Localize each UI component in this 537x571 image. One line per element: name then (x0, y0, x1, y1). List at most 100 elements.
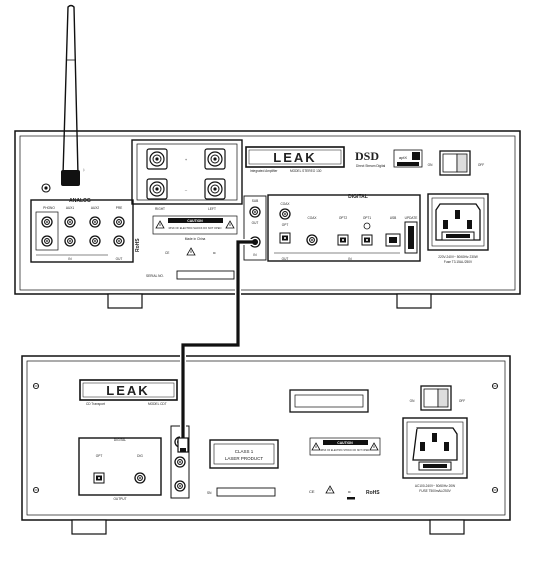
amplifier-fuse-rating: Fuse T3.15AL/250V (444, 260, 473, 264)
svg-text:CAUTION: CAUTION (187, 219, 203, 223)
cd-optical-out-jack[interactable] (93, 472, 105, 484)
optical-in-1-jack[interactable] (361, 234, 373, 246)
rca-jack-aux2-l[interactable] (89, 216, 101, 228)
amplifier-power-rating: 220V-240V~ 50/60Hz 230W (438, 255, 478, 259)
coaxial-cable (177, 239, 258, 453)
rohs-logo: RoHS (135, 238, 141, 252)
cd-opt-label: OPT (96, 454, 103, 458)
screw-icon (491, 486, 499, 494)
svg-text:CD Transport: CD Transport (86, 402, 105, 406)
rca-jack-pre-l[interactable] (113, 216, 125, 228)
dsd-logo: DSD (355, 149, 379, 163)
cd-rca-jack-lower[interactable] (174, 480, 186, 492)
svg-text:USB: USB (390, 216, 397, 220)
cd-transport-logo: LEAK CD Transport MODEL CDT (79, 379, 178, 406)
svg-text:CAUTION: CAUTION (337, 441, 353, 445)
optical-in-2-jack[interactable] (337, 234, 349, 246)
cd-foot-right (429, 519, 465, 535)
rca-jack-sub-out[interactable] (249, 206, 261, 218)
cd-dig-label: DIG (137, 454, 143, 458)
coax-out-jack[interactable] (279, 208, 291, 220)
made-in-label: Made in China (185, 237, 206, 241)
amplifier-power-on-label: ON (428, 163, 433, 167)
coax-in-jack[interactable] (306, 234, 318, 246)
svg-text:OPT2: OPT2 (339, 216, 348, 220)
dsd-sub-label: Direct Stream Digital (356, 164, 386, 168)
analog-input-label-1: AUX1 (66, 206, 75, 210)
svg-text:OUT: OUT (252, 221, 259, 225)
amplifier-logo: LEAK Integrated Amplifier MODEL STEREO 1… (245, 146, 345, 173)
bluetooth-icon: ᛒ (83, 168, 85, 172)
cd-digital-title: DIGITAL (114, 438, 126, 442)
svg-text:COAX: COAX (280, 202, 290, 206)
cd-power-switch[interactable] (420, 385, 452, 411)
svg-text:COAX: COAX (307, 216, 317, 220)
digital-section: DIGITAL COAX OPT COAX OPT2 OPT1 USB UPDA… (267, 194, 421, 262)
svg-text:UPDATE: UPDATE (405, 216, 418, 220)
svg-text:CLASS 1: CLASS 1 (235, 449, 254, 454)
amplifier-foot-left (107, 293, 143, 309)
cd-power-rating: AC100-240V~ 50/60Hz 20W (415, 484, 455, 488)
screw-icon (32, 486, 40, 494)
rca-jack-phono-r[interactable] (41, 235, 53, 247)
svg-text:OPT: OPT (282, 223, 289, 227)
svg-text:RISK OF ELECTRIC SHOCK DO NOT: RISK OF ELECTRIC SHOCK DO NOT OPEN (321, 449, 370, 452)
svg-text:aptX: aptX (399, 155, 408, 160)
rca-jack-aux2-r[interactable] (89, 235, 101, 247)
svg-text:MODEL CDT: MODEL CDT (148, 402, 167, 406)
amplifier-power-inlet[interactable] (427, 193, 489, 251)
svg-text:OPT1: OPT1 (363, 216, 372, 220)
amplifier-power-switch[interactable] (439, 150, 471, 176)
screw-icon (491, 382, 499, 390)
amplifier-unit: ᛒ + – RIGHT LEFT LEAK Integrated Amplifi… (14, 4, 521, 309)
svg-text:SUB: SUB (252, 199, 259, 203)
svg-text:LEAK: LEAK (106, 383, 149, 398)
blank-plate (289, 389, 369, 413)
speaker-plus-label: + (185, 157, 188, 162)
cd-serial-number-label: SN (207, 487, 276, 497)
weee-bar (347, 497, 355, 500)
rca-jack-aux1-r[interactable] (64, 235, 76, 247)
svg-text:IN: IN (348, 257, 352, 261)
speaker-minus-label: – (185, 187, 188, 192)
analog-in-label: IN (68, 257, 72, 261)
speaker-left-label: LEFT (208, 207, 216, 211)
weee-bin-icon: ⊠ (213, 251, 216, 255)
antenna-icon (61, 4, 80, 186)
warning-icon (325, 485, 335, 494)
svg-text:RISK OF ELECTRIC SHOCK DO NOT: RISK OF ELECTRIC SHOCK DO NOT OPEN (169, 226, 222, 230)
cable-plug-icon (252, 239, 258, 245)
cd-rca-jack-middle[interactable] (174, 456, 186, 468)
svg-text:MODEL STEREO 130: MODEL STEREO 130 (290, 169, 322, 173)
amplifier-foot-right (396, 293, 432, 309)
rca-jack-pre-r[interactable] (113, 235, 125, 247)
cd-weee-bin-icon: ⊠ (348, 490, 351, 494)
cd-rohs-logo: RoHS (366, 490, 380, 496)
cd-coax-out-jack[interactable] (134, 472, 146, 484)
optical-out-jack[interactable] (279, 232, 291, 244)
cd-transport-chassis (21, 355, 511, 521)
ce-mark: CE (165, 251, 169, 255)
svg-text:LASER PRODUCT: LASER PRODUCT (225, 456, 264, 461)
cd-foot-left (71, 519, 107, 535)
svg-text:SERIAL NO.: SERIAL NO. (146, 274, 164, 278)
rca-jack-phono-l[interactable] (41, 216, 53, 228)
amplifier-chassis (14, 130, 521, 295)
amplifier-caution-label: CAUTION RISK OF ELECTRIC SHOCK DO NOT OP… (152, 215, 238, 256)
cd-transport-unit: LEAK CD Transport MODEL CDT ON OFF DIGIT… (21, 355, 511, 535)
cd-power-off-label: OFF (459, 399, 465, 403)
analog-out-label: OUT (116, 257, 123, 261)
cd-ce-mark: CE (309, 489, 315, 494)
cd-digital-output-section: DIGITAL OPT DIG OUTPUT (78, 437, 162, 501)
speaker-terminals: + – RIGHT LEFT (131, 139, 243, 211)
laser-product-label: CLASS 1 LASER PRODUCT (209, 439, 279, 469)
usb-icon (363, 222, 371, 230)
screw-icon (32, 382, 40, 390)
cd-output-label: OUTPUT (113, 497, 126, 501)
analog-title: ANALOG (69, 198, 91, 204)
cd-fuse-rating: FUSE T500mAL/250V (419, 489, 451, 493)
rca-jack-aux1-l[interactable] (64, 216, 76, 228)
svg-text:SN: SN (207, 491, 212, 495)
cd-power-inlet[interactable] (402, 417, 468, 479)
